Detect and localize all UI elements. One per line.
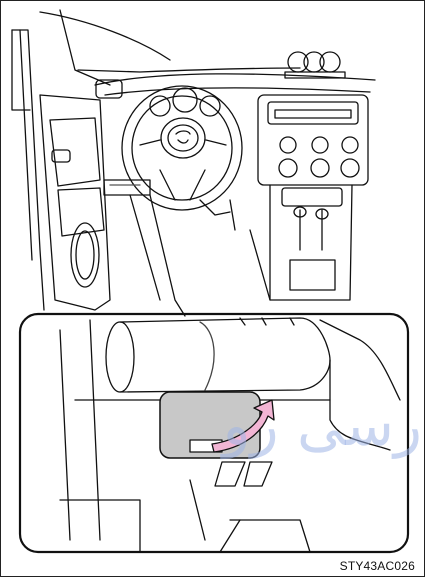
watermark-text: فارسی رو <box>220 391 425 460</box>
figure-code: STY43AC026 <box>340 559 415 573</box>
cabin-overview <box>12 10 375 316</box>
steering-wheel <box>122 86 242 210</box>
